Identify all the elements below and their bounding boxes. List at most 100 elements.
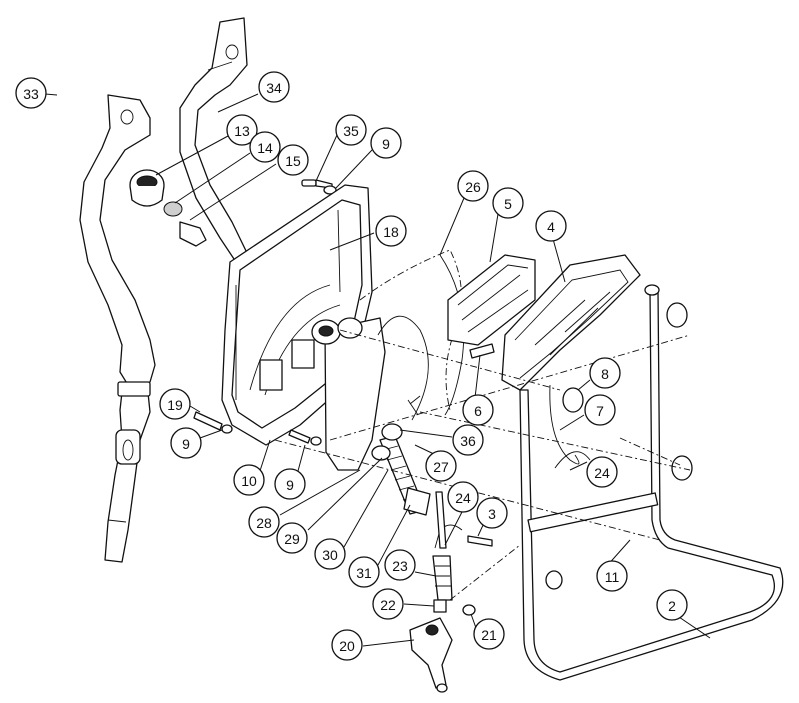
callout-circle — [447, 481, 479, 513]
callout-circle — [384, 549, 416, 581]
callout-26: 26 — [457, 170, 489, 202]
callout-circle — [15, 77, 47, 109]
callout-4: 4 — [535, 210, 567, 242]
callout-number: 33 — [23, 86, 39, 102]
callout-number: 14 — [257, 140, 273, 156]
callout-number: 8 — [601, 366, 609, 382]
hose-23 — [432, 491, 453, 613]
callout-circle — [348, 556, 380, 588]
callout-13: 13 — [226, 114, 258, 146]
callout-24: 24 — [447, 481, 479, 513]
callout-circle — [596, 560, 628, 592]
right-shoulder-strap — [179, 17, 249, 263]
callout-9: 9 — [274, 468, 306, 500]
callout-35: 35 — [335, 114, 367, 146]
callout-circle — [462, 394, 494, 426]
callout-2: 2 — [656, 589, 688, 621]
callout-number: 29 — [284, 531, 300, 547]
callout-number: 11 — [605, 569, 620, 585]
callout-circle — [226, 114, 258, 146]
callout-circle — [535, 210, 567, 242]
callout-number: 20 — [339, 638, 355, 654]
callout-number: 9 — [182, 436, 190, 452]
callout-23: 23 — [384, 549, 416, 581]
callout-circle — [335, 114, 367, 146]
callout-24: 24 — [586, 456, 618, 488]
callout-number: 30 — [322, 547, 338, 563]
callout-circle — [370, 127, 402, 159]
callout-circle — [249, 131, 281, 163]
callout-21: 21 — [473, 618, 505, 650]
callout-number: 26 — [465, 179, 481, 195]
bushings-8 — [562, 302, 693, 481]
callout-34: 34 — [258, 71, 290, 103]
callout-number: 7 — [596, 403, 604, 419]
callout-circle — [248, 506, 280, 538]
callout-circle — [457, 170, 489, 202]
callout-number: 24 — [594, 465, 610, 481]
screw-35 — [301, 179, 337, 195]
callout-number: 13 — [234, 123, 250, 139]
callout-circle — [425, 450, 457, 482]
callout-number: 5 — [504, 196, 512, 212]
callout-circle — [170, 427, 202, 459]
callout-19: 19 — [159, 388, 191, 420]
callout-10: 10 — [233, 464, 265, 496]
callout-33: 33 — [15, 77, 47, 109]
callout-number: 22 — [380, 597, 396, 613]
left-shoulder-strap — [79, 94, 156, 563]
parts-drawing — [79, 17, 784, 693]
callout-number: 34 — [266, 80, 282, 96]
callout-number: 27 — [433, 459, 449, 475]
callout-circle — [277, 144, 309, 176]
callout-number: 18 — [383, 224, 399, 240]
callout-circle — [452, 424, 484, 456]
callout-number: 31 — [356, 565, 372, 581]
callout-circle — [584, 394, 616, 426]
callout-number: 15 — [285, 153, 301, 169]
callout-circle — [473, 618, 505, 650]
callout-number: 24 — [455, 490, 471, 506]
callout-circle — [331, 629, 363, 661]
callout-number: 6 — [474, 403, 482, 419]
callout-circle — [375, 215, 407, 247]
callout-circle — [274, 468, 306, 500]
callout-11: 11 — [596, 560, 628, 592]
callout-36: 36 — [452, 424, 484, 456]
callout-number: 2 — [668, 598, 676, 614]
callout-number: 35 — [343, 123, 359, 139]
callout-8: 8 — [589, 357, 621, 389]
callout-6: 6 — [462, 394, 494, 426]
callout-9: 9 — [170, 427, 202, 459]
callout-number: 23 — [392, 558, 408, 574]
callout-number: 10 — [241, 473, 257, 489]
callout-number: 21 — [481, 627, 497, 643]
callout-number: 9 — [286, 477, 294, 493]
pump-assembly — [311, 315, 431, 516]
callout-18: 18 — [375, 215, 407, 247]
callout-circle — [476, 497, 508, 529]
callout-number: 4 — [547, 219, 555, 235]
callout-3: 3 — [476, 497, 508, 529]
callout-20: 20 — [331, 629, 363, 661]
handle-20 — [409, 604, 476, 693]
callout-number: 28 — [256, 515, 272, 531]
hose-26 — [359, 249, 465, 416]
wire-24 — [549, 384, 591, 469]
tank-cap-assembly — [129, 169, 207, 247]
callout-7: 7 — [584, 394, 616, 426]
backrest-4 — [501, 254, 641, 391]
part-callouts: 33 34 13 35 9 14 15 26 5 4 18 8 7 6 19 9 36 27 24 10 9 28 29 30… — [15, 71, 688, 661]
callout-22: 22 — [372, 588, 404, 620]
callout-30: 30 — [314, 538, 346, 570]
callout-9: 9 — [370, 127, 402, 159]
fasteners-left — [193, 411, 322, 446]
callout-number: 19 — [167, 397, 183, 413]
back-pad-5 — [447, 254, 536, 346]
bolt-6 — [469, 343, 495, 359]
callout-15: 15 — [277, 144, 309, 176]
callout-number: 36 — [460, 433, 476, 449]
callout-14: 14 — [249, 131, 281, 163]
frame-2 — [519, 284, 784, 681]
